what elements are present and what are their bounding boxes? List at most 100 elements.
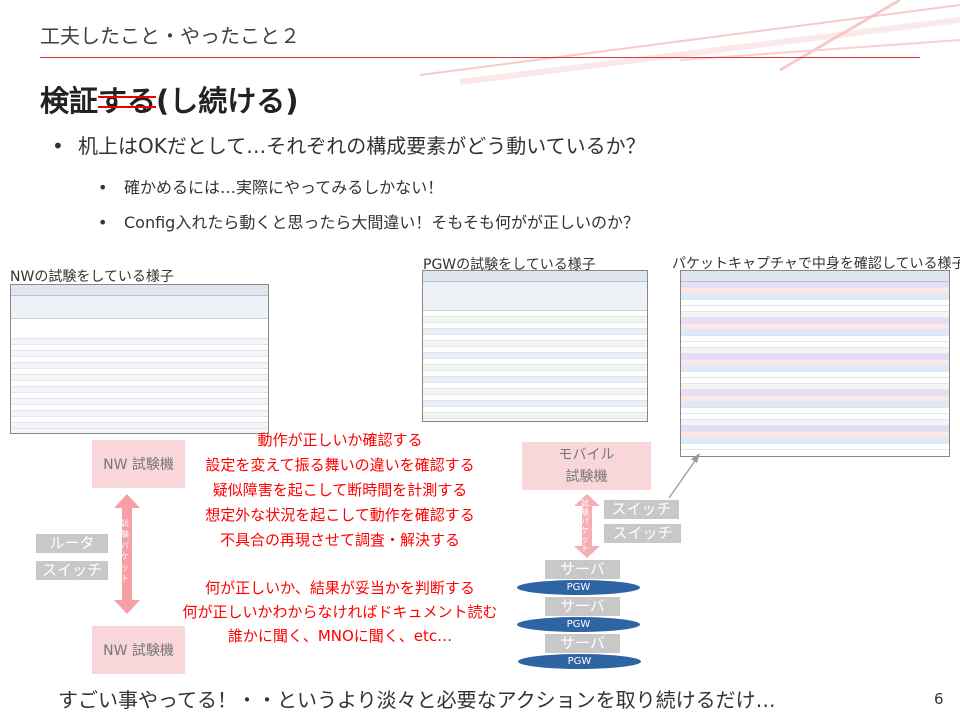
screenshot-row	[423, 383, 647, 389]
screenshot-row	[681, 408, 949, 414]
screenshot-row	[11, 411, 268, 417]
screenshot-row	[681, 378, 949, 384]
screenshot-row	[681, 312, 949, 318]
judgement-list: 何が正しいか、結果が妥当かを判断する 何が正しいかわからなければドキュメント読む…	[180, 576, 500, 648]
double-arrow-left	[114, 494, 140, 614]
heading: 検証する(し続ける)	[40, 78, 299, 120]
screenshot-row	[423, 329, 647, 335]
screenshot-row	[11, 351, 268, 357]
screenshot-row	[423, 335, 647, 341]
mobile-tester-line1: モバイル	[558, 447, 615, 463]
screenshot-row	[423, 347, 647, 353]
screenshot-row	[681, 330, 949, 336]
packet-capture-screenshot	[680, 270, 950, 457]
bullet-text: 机上はOKだとして…それぞれの構成要素がどう動いているか？	[78, 134, 646, 158]
screenshot-row	[423, 395, 647, 401]
screenshot-row	[11, 339, 268, 345]
footer-message: すごい事やってる！・・というより淡々と必要なアクションを取り続けるだけ…	[58, 688, 776, 712]
screenshot-row	[681, 348, 949, 354]
action-item: 動作が正しいか確認する	[257, 431, 423, 449]
screenshot-row	[11, 345, 268, 351]
bullet-text: Config入れたら動くと思ったら大間違い！そもそも何がが正しいのか？	[124, 213, 640, 232]
action-item: 疑似障害を起こして断時間を計測する	[212, 481, 468, 499]
screenshot-row	[681, 342, 949, 348]
screenshot-row	[11, 393, 268, 399]
pgw-ellipse-1: PGW	[517, 580, 640, 595]
switch-box-2: スイッチ	[604, 524, 681, 543]
screenshot-row	[681, 402, 949, 408]
screenshot-row	[681, 360, 949, 366]
judgement-item: 何が正しいか、結果が妥当かを判断する	[205, 579, 475, 597]
screenshot-row	[681, 426, 949, 432]
judgement-item: 誰かに聞く、MNOに聞く、etc…	[227, 627, 453, 645]
slide-title: 工夫したこと・やったこと２	[40, 24, 300, 48]
screenshot-row	[11, 369, 268, 375]
caption-nw: NWの試験をしている様子	[10, 269, 174, 285]
mobile-tester: モバイル試験機	[522, 442, 651, 490]
switch-box-1: スイッチ	[604, 500, 679, 519]
heading-struck: する	[98, 84, 157, 118]
screenshot-row	[423, 323, 647, 329]
action-item: 設定を変えて振る舞いの違いを確認する	[205, 456, 475, 474]
server-box-3: サーバ	[545, 634, 620, 653]
screenshot-row	[11, 417, 268, 423]
screenshot-row	[11, 399, 268, 405]
screenshot-row	[681, 366, 949, 372]
bullet-1: •机上はOKだとして…それぞれの構成要素がどう動いているか？	[52, 134, 646, 158]
screenshot-row	[681, 294, 949, 300]
screenshot-row	[681, 438, 949, 444]
screenshot-row	[681, 432, 949, 438]
arrow-label-left: 試験パケット	[121, 519, 129, 583]
screenshot-row	[423, 365, 647, 371]
mobile-tester-line2: 試験機	[565, 469, 608, 485]
screenshot-row	[681, 372, 949, 378]
nw-test-screenshot	[10, 284, 269, 434]
screenshot-row	[681, 336, 949, 342]
router-box: ルータ	[36, 534, 108, 553]
screenshot-row	[423, 353, 647, 359]
screenshot-row	[11, 423, 268, 429]
screenshot-row	[423, 359, 647, 365]
nw-tester-top: NW 試験機	[92, 440, 185, 488]
screenshot-row	[11, 363, 268, 369]
page-number: 6	[934, 690, 944, 708]
screenshot-row	[423, 311, 647, 317]
screenshot-row	[681, 444, 949, 450]
screenshot-row	[681, 420, 949, 426]
title-divider	[40, 57, 920, 58]
screenshot-row	[423, 341, 647, 347]
bullet-text: 確かめるには…実際にやってみるしかない！	[124, 178, 444, 197]
screenshot-row	[681, 282, 949, 288]
screenshot-row	[423, 407, 647, 413]
heading-pre: 検証	[40, 84, 99, 118]
judgement-item: 何が正しいかわからなければドキュメント読む	[182, 603, 498, 621]
screenshot-row	[423, 401, 647, 407]
screenshot-row	[681, 324, 949, 330]
caption-pgw: PGWの試験をしている様子	[423, 257, 596, 273]
screenshot-row	[423, 389, 647, 395]
pointer-arrow	[668, 453, 700, 499]
server-box-2: サーバ	[545, 597, 620, 616]
double-arrow-right	[574, 494, 600, 558]
server-box-1: サーバ	[545, 560, 620, 579]
screenshot-row	[11, 375, 268, 381]
screenshot-row	[11, 405, 268, 411]
screenshot-row	[423, 317, 647, 323]
action-list: 動作が正しいか確認する 設定を変えて振る舞いの違いを確認する 疑似障害を起こして…	[180, 428, 500, 553]
pgw-ellipse-2: PGW	[517, 617, 640, 632]
screenshot-row	[681, 318, 949, 324]
screenshot-row	[423, 377, 647, 383]
screenshot-row	[11, 387, 268, 393]
heading-post: (し続ける)	[156, 84, 299, 118]
screenshot-row	[681, 300, 949, 306]
screenshot-row	[681, 306, 949, 312]
screenshot-row	[11, 381, 268, 387]
bullet-3: •Config入れたら動くと思ったら大間違い！そもそも何がが正しいのか？	[98, 213, 640, 232]
screenshot-row	[681, 384, 949, 390]
screenshot-row	[11, 357, 268, 363]
screenshot-row	[423, 413, 647, 419]
action-item: 不具合の再現させて調査・解決する	[219, 531, 460, 549]
decorative-streaks	[419, 0, 960, 85]
screenshot-row	[11, 333, 268, 339]
